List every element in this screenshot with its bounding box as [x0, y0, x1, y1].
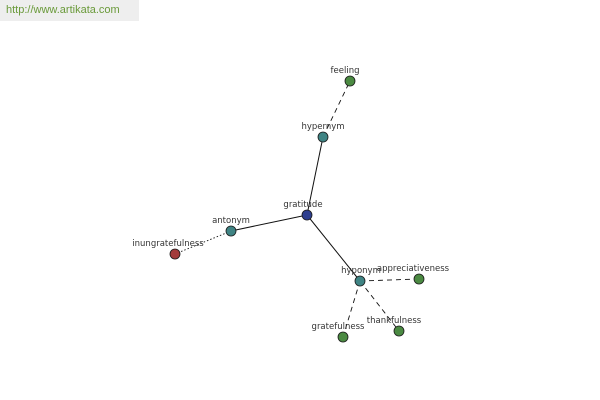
- node-label-thankfulness[interactable]: thankfulness: [367, 316, 422, 326]
- node-circle-hyponym[interactable]: [354, 275, 366, 287]
- edge-hyponym-thankfulness: [359, 280, 400, 332]
- edge-hyponym-gratefulness: [342, 280, 361, 338]
- node-circle-feeling[interactable]: [344, 75, 356, 87]
- edge-gratitude-hypernym: [306, 136, 324, 216]
- node-circle-gratitude[interactable]: [301, 209, 313, 221]
- edge-hyponym-appreciativeness: [359, 278, 420, 282]
- node-antonym[interactable]: antonym: [212, 216, 250, 237]
- edge-gratitude-antonym: [230, 214, 308, 232]
- site-url[interactable]: http://www.artikata.com: [0, 0, 139, 21]
- edges-layer: [174, 80, 420, 338]
- node-circle-appreciativeness[interactable]: [413, 273, 425, 285]
- node-hyponym[interactable]: hyponym: [341, 266, 381, 287]
- edge-gratitude-hyponym: [306, 214, 361, 282]
- node-ingratefulness[interactable]: inungratefulness: [132, 239, 204, 260]
- edge-antonym-ingratefulness: [174, 230, 232, 255]
- node-appreciativeness[interactable]: appreciativeness: [377, 264, 450, 285]
- node-circle-hypernym[interactable]: [317, 131, 329, 143]
- node-circle-thankfulness[interactable]: [393, 325, 405, 337]
- node-label-feeling[interactable]: feeling: [331, 66, 360, 76]
- edge-hypernym-feeling: [322, 80, 351, 138]
- node-thankfulness[interactable]: thankfulness: [367, 316, 422, 337]
- node-circle-ingratefulness[interactable]: [169, 248, 181, 260]
- node-label-hypernym[interactable]: hypernym: [301, 122, 344, 132]
- node-label-hyponym[interactable]: hyponym: [341, 266, 381, 276]
- node-gratitude[interactable]: gratitude: [283, 200, 323, 221]
- nodes-layer: gratitude hypernym feeling antonym inungrate…: [132, 66, 450, 343]
- node-label-gratitude[interactable]: gratitude: [283, 200, 322, 210]
- node-circle-antonym[interactable]: [225, 225, 237, 237]
- node-label-ingratefulness[interactable]: inungratefulness: [132, 239, 204, 249]
- node-circle-gratefulness[interactable]: [337, 331, 349, 343]
- node-hypernym[interactable]: hypernym: [301, 122, 345, 143]
- node-gratefulness[interactable]: gratefulness: [312, 322, 365, 343]
- node-label-appreciativeness[interactable]: appreciativeness: [377, 264, 450, 274]
- node-label-antonym[interactable]: antonym: [212, 216, 250, 226]
- node-feeling[interactable]: feeling: [331, 66, 360, 87]
- node-label-gratefulness[interactable]: gratefulness: [312, 322, 365, 332]
